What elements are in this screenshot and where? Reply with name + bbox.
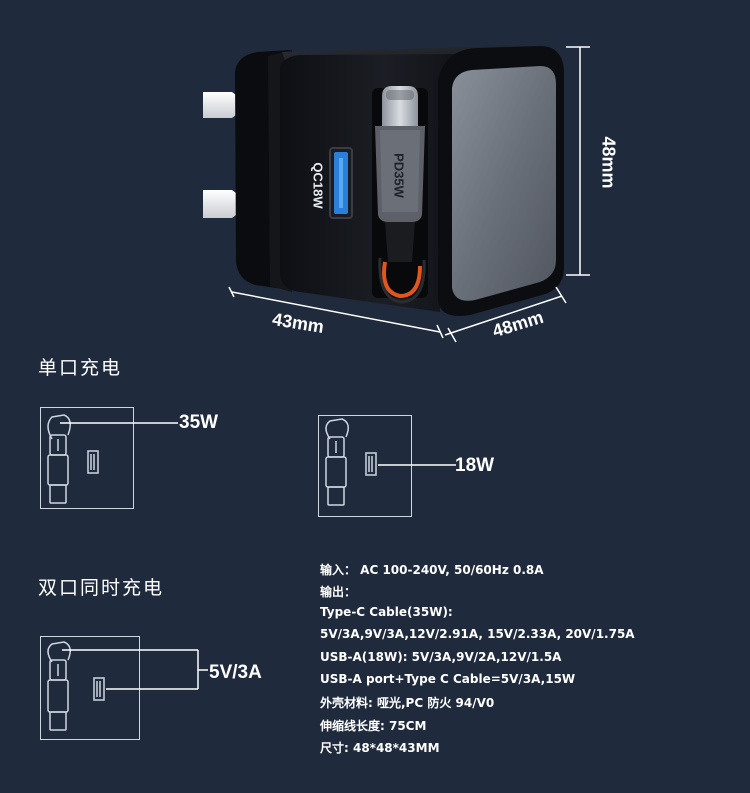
spec-input: 输入： AC 100-240V, 50/60Hz 0.8A (320, 563, 544, 577)
typec-watt-label: 35W (179, 412, 219, 433)
dimension-lines (228, 46, 590, 343)
spec-material: 外壳材料: 哑光,PC 防火 94/V0 (320, 696, 495, 710)
typec-diagram-box (40, 407, 134, 509)
spec-combined: USB-A port+Type C Cable=5V/3A,15W (320, 672, 576, 686)
charger-illustration (203, 46, 564, 316)
dual-port-title: 双口同时充电 (38, 577, 165, 599)
plug-pins (203, 92, 240, 218)
usba-diagram-box (318, 415, 412, 517)
spec-typec-heading: Type-C Cable(35W): (320, 605, 453, 619)
spec-output-heading: 输出： (320, 585, 357, 599)
dual-watt-label: 5V/3A (209, 662, 262, 683)
spec-typec-values: 5V/3A,9V/3A,12V/2.91A, 15V/2.33A, 20V/1.… (320, 627, 635, 641)
usba-watt-label: 18W (455, 455, 495, 476)
usba-charger-icon (325, 418, 456, 506)
spec-usba: USB-A(18W): 5V/3A,9V/2A,12V/1.5A (320, 650, 562, 664)
dual-diagram-box (40, 636, 140, 740)
dual-charger-icon (47, 641, 208, 731)
height-dimension-label: 48mm (598, 136, 619, 189)
spec-cable-length: 伸缩线长度: 75CM (320, 719, 427, 733)
typec-charger-icon (47, 414, 178, 504)
spec-size: 尺寸: 48*48*43MM (320, 741, 440, 755)
single-port-title: 单口充电 (38, 357, 123, 379)
